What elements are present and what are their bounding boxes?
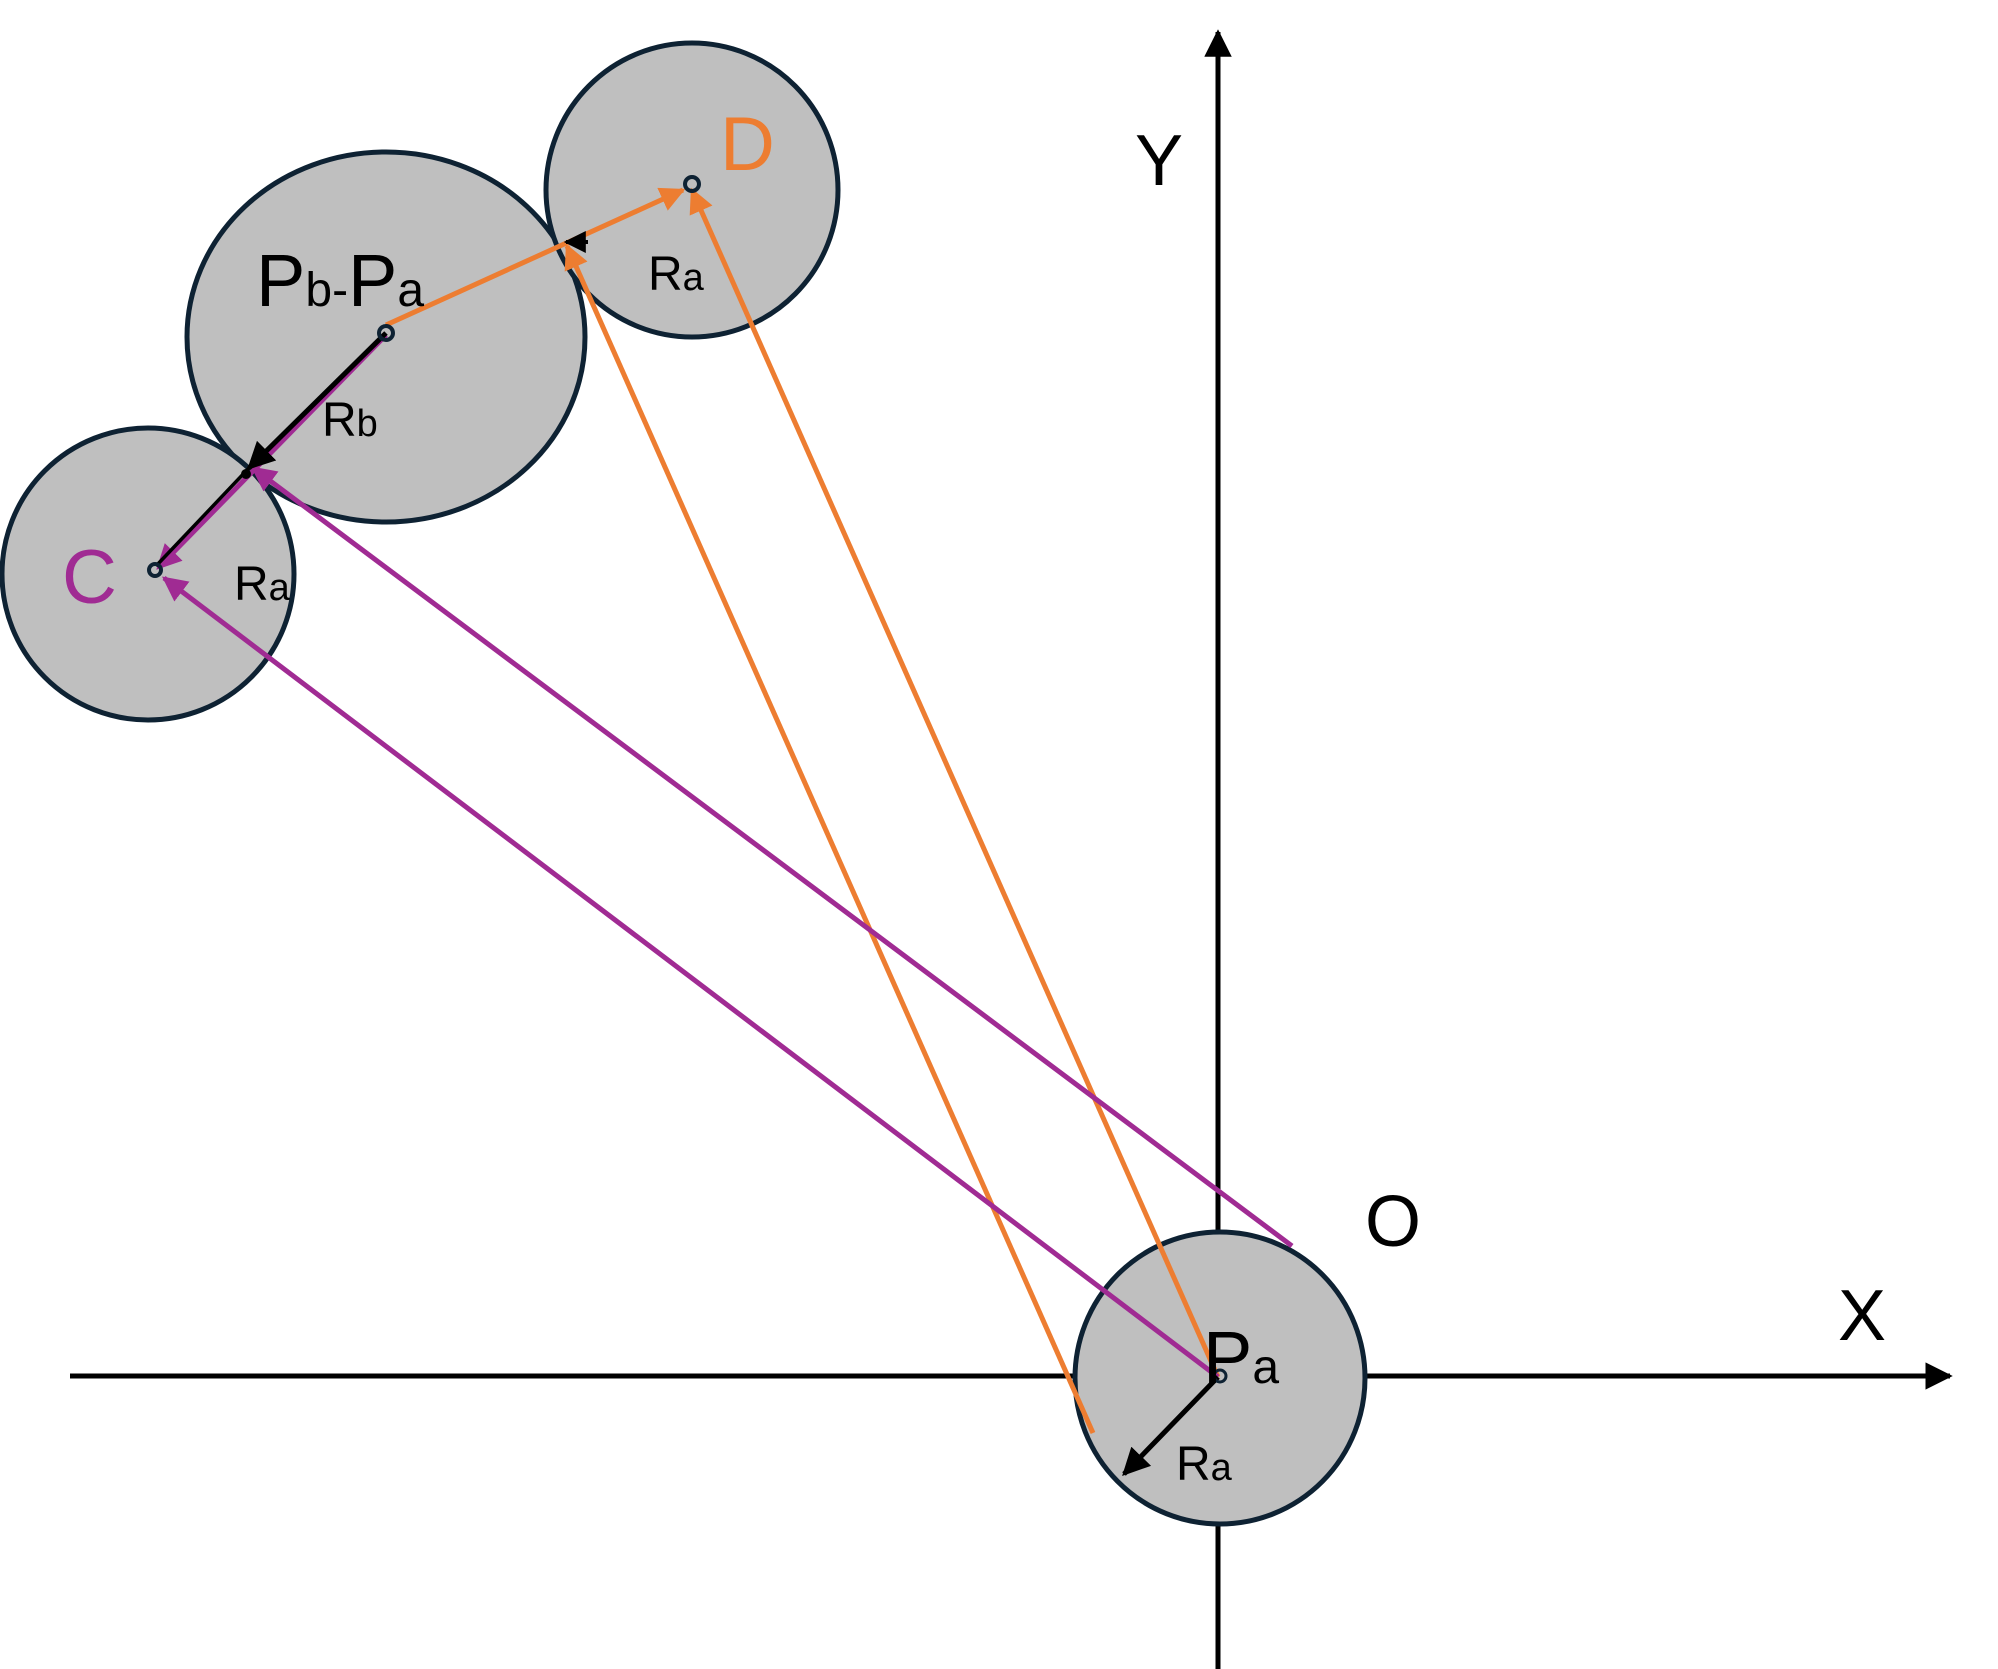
radius-a-label-d: Ra: [648, 248, 705, 301]
radius-b-arrow: [247, 331, 388, 470]
center-b-minus-a-label: Pb-Pa: [256, 239, 424, 322]
radius-a-label-a: Ra: [1176, 1438, 1233, 1491]
center-dot-b-minus-a: [377, 324, 395, 342]
center-dot-c: [147, 562, 163, 578]
axis-x-label: X: [1838, 1276, 1886, 1356]
origin-label: O: [1365, 1182, 1421, 1262]
purple-vector-edge-to-tangent: [250, 465, 1294, 1249]
center-dot-a: [1212, 1368, 1228, 1384]
radius-a-arrow: [1122, 1375, 1220, 1476]
orange-vector-pa-to-d: [689, 187, 1221, 1379]
radius-a-label-c: Ra: [234, 558, 291, 611]
center-dot-d: [683, 175, 701, 193]
axis-y-label: Y: [1135, 121, 1183, 201]
point-c-label: C: [62, 535, 117, 620]
radius-b-label: Rb: [322, 394, 378, 447]
point-d-label: D: [720, 102, 775, 187]
orange-vector-edge-to-tangent: [564, 243, 1096, 1435]
purple-vector-pa-to-c: [162, 576, 1220, 1379]
orange-vector-pb-to-d: [384, 187, 686, 328]
tangent-point-c: [241, 469, 251, 479]
center-a-label: Pa: [1203, 1316, 1279, 1399]
radius-a-segment-c: [154, 466, 251, 568]
